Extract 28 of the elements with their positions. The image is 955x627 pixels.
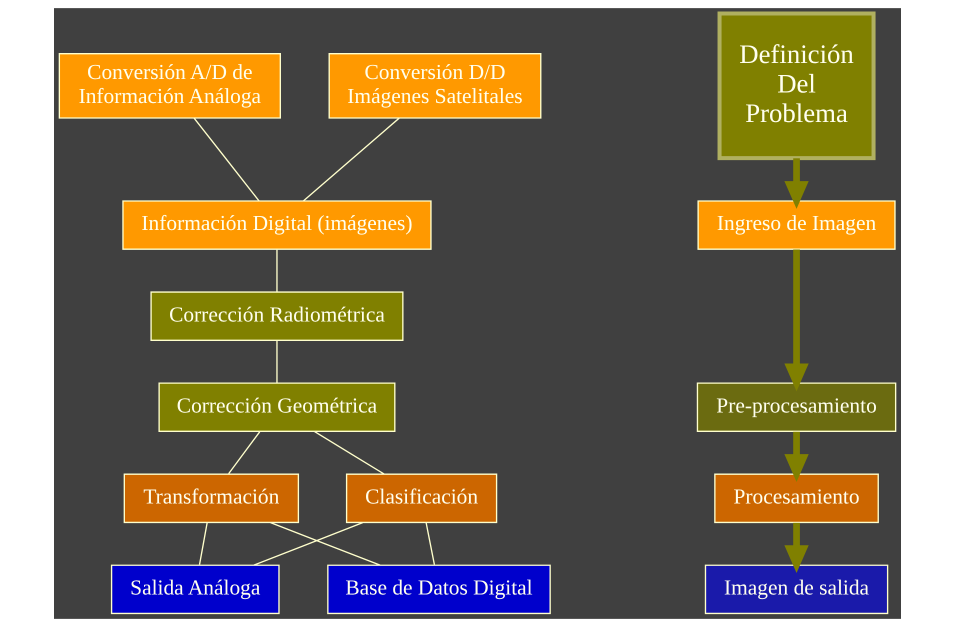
connector: [228, 431, 260, 474]
node-box: Conversión D/D Imágenes Satelitales: [328, 53, 542, 119]
arrow: [784, 522, 809, 573]
node-box: Salida Análoga: [110, 564, 280, 614]
node-box: Corrección Geométrica: [158, 382, 396, 432]
node-box: Imagen de salida: [704, 564, 888, 614]
node-box: Pre-procesamiento: [696, 382, 896, 432]
connector: [302, 118, 400, 202]
node-box: Información Digital (imágenes): [122, 200, 432, 250]
arrow: [784, 250, 809, 392]
node-box: Base de Datos Digital: [327, 564, 551, 614]
connector: [276, 250, 278, 292]
node-box: Conversión A/D de Información Análoga: [58, 53, 281, 119]
connector: [314, 431, 385, 475]
arrow: [784, 432, 809, 482]
node-box: Clasificación: [346, 474, 498, 524]
connector: [426, 522, 436, 565]
node-box: Ingreso de Imagen: [697, 200, 896, 250]
connector: [254, 522, 363, 566]
node-box: Corrección Radiométrica: [150, 291, 404, 341]
connector: [198, 522, 208, 565]
node-box: Definición Del Problema: [718, 12, 876, 160]
connector: [276, 340, 278, 383]
connector: [194, 118, 260, 202]
node-box: Transformación: [124, 474, 300, 524]
arrow: [784, 158, 809, 209]
connector: [270, 522, 380, 566]
node-box: Procesamiento: [714, 474, 879, 524]
